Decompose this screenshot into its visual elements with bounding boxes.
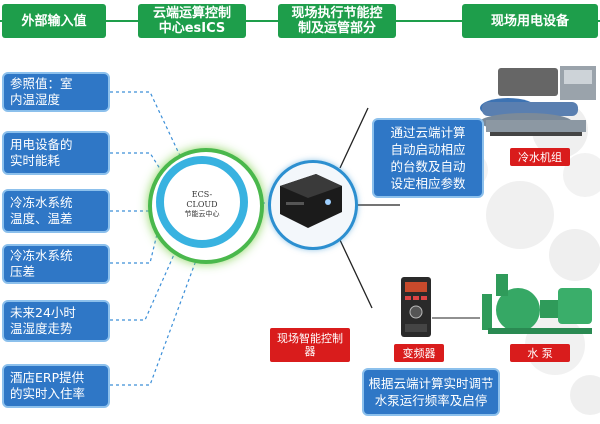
cloud-ring-line2: CLOUD	[186, 200, 218, 209]
input-indoor-temp-humidity-label: 参照值：室 内温湿度	[10, 76, 73, 107]
header-cloud-center-label: 云端运算控制 中心esICS	[152, 6, 231, 36]
pump-note-text: 根据云端计算实时调节 水泵运行频率及启停	[368, 376, 494, 408]
input-chilled-water-temp-label: 冷冻水系统 温度、温差	[10, 195, 73, 226]
header-onsite-equipment-label: 现场用电设备	[490, 13, 569, 29]
header-cloud-center: 云端运算控制 中心esICS	[138, 4, 246, 38]
water-pump-label-text: 水 泵	[527, 346, 553, 360]
cloud-ring-inner	[156, 156, 248, 248]
header-external-input-label: 外部输入值	[21, 13, 87, 29]
input-hotel-erp-occupancy: 酒店ERP提供 的实时入住率	[2, 364, 110, 408]
input-chilled-water-temp: 冷冻水系统 温度、温差	[2, 189, 110, 233]
cloud-ring-text: ECS- CLOUD 节能云中心	[168, 190, 236, 219]
smart-controller-icon	[280, 174, 342, 228]
smart-controller-label-text: 现场智能控制 器	[277, 332, 343, 358]
frequency-converter-label: 变频器	[394, 344, 444, 362]
header-onsite-control: 现场执行节能控 制及运管部分	[278, 4, 396, 38]
input-equipment-energy-label: 用电设备的 实时能耗	[10, 137, 73, 168]
input-24h-weather-trend: 未来24小时 温湿度走势	[2, 300, 110, 342]
chiller-label-text: 冷水机组	[518, 150, 562, 164]
input-indoor-temp-humidity: 参照值：室 内温湿度	[2, 72, 110, 112]
water-pump-icon	[482, 274, 592, 334]
pump-note: 根据云端计算实时调节 水泵运行频率及启停	[362, 368, 500, 416]
header-onsite-equipment: 现场用电设备	[462, 4, 598, 38]
frequency-converter-icon	[401, 277, 431, 337]
frequency-converter-label-text: 变频器	[402, 346, 436, 360]
smart-controller-label: 现场智能控制 器	[270, 328, 350, 362]
chiller-icon	[480, 66, 596, 136]
cloud-ring-line3: 节能云中心	[184, 210, 220, 218]
cloud-ring-line1: ECS-	[191, 190, 213, 199]
header-onsite-control-label: 现场执行节能控 制及运管部分	[291, 6, 383, 36]
input-chilled-water-pressure-label: 冷冻水系统 压差	[10, 248, 73, 279]
input-24h-weather-trend-label: 未来24小时 温湿度走势	[10, 305, 76, 336]
chiller-label: 冷水机组	[510, 148, 570, 166]
header-external-input: 外部输入值	[2, 4, 106, 38]
input-equipment-energy: 用电设备的 实时能耗	[2, 131, 110, 175]
input-hotel-erp-occupancy-label: 酒店ERP提供 的实时入住率	[10, 370, 86, 401]
chiller-note-text: 通过云端计算 自动启动相应 的台数及自动 设定相应参数	[390, 125, 466, 191]
input-chilled-water-pressure: 冷冻水系统 压差	[2, 244, 110, 284]
chiller-note: 通过云端计算 自动启动相应 的台数及自动 设定相应参数	[372, 118, 484, 198]
water-pump-label: 水 泵	[510, 344, 570, 362]
